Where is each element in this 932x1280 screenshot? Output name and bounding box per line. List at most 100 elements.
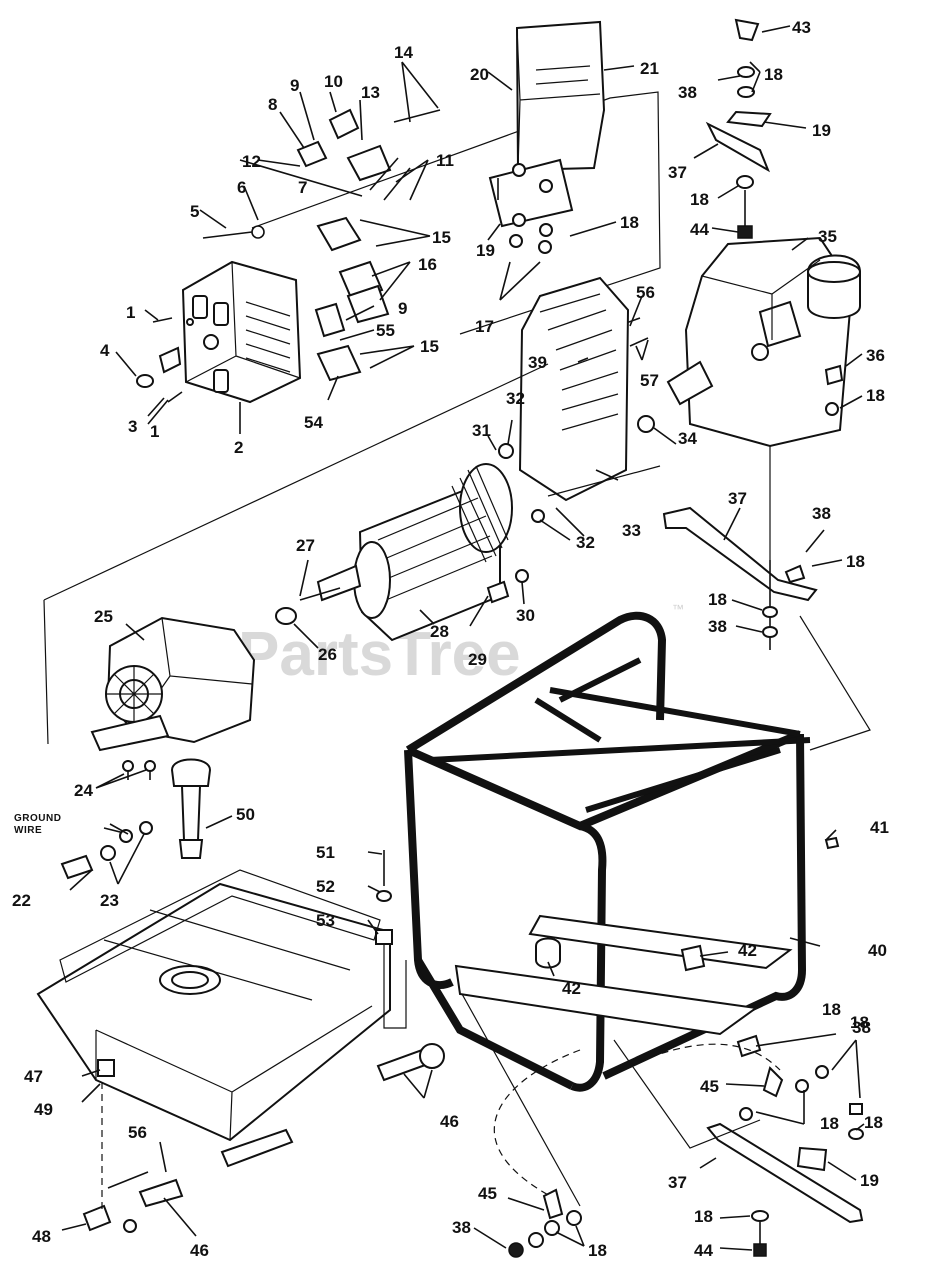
callout-47: 47 — [24, 1067, 43, 1086]
callout-40: 40 — [868, 941, 887, 960]
callout-38-mount: 38 — [708, 617, 727, 636]
capacitor-screw — [486, 580, 510, 604]
callout-3: 3 — [128, 417, 137, 436]
spacer-18 — [736, 1034, 762, 1058]
clip-45 — [762, 1066, 784, 1098]
callout-25: 25 — [94, 607, 113, 626]
callout-46-bottom: 46 — [190, 1241, 209, 1260]
callout-18-nut: 18 — [864, 1113, 883, 1132]
nut-mount — [762, 626, 778, 638]
watermark: PartsTree — [238, 620, 521, 689]
callout-38-bottom: 38 — [452, 1218, 471, 1237]
callout-16: 16 — [418, 255, 437, 274]
callout-56-bottom: 56 — [128, 1123, 147, 1142]
cap-41 — [824, 836, 840, 850]
callout-10: 10 — [324, 72, 343, 91]
washer-30 — [515, 569, 529, 583]
callout-18-stack: 18 — [690, 190, 709, 209]
callout-38-rail: 38 — [812, 504, 831, 523]
callout-57: 57 — [640, 371, 659, 390]
terminal-block — [346, 144, 392, 182]
leader-lines — [61, 25, 865, 1251]
knob — [136, 374, 154, 388]
callout-36: 36 — [866, 346, 885, 365]
stator-housing — [498, 276, 630, 523]
callout-48: 48 — [32, 1227, 51, 1246]
callout-1-upper: 1 — [126, 303, 135, 322]
callout-12: 12 — [242, 152, 261, 171]
callout-15-lower: 15 — [420, 337, 439, 356]
isolator-42b — [680, 944, 706, 972]
callout-7: 7 — [298, 178, 307, 197]
frame-assembly-lines — [461, 993, 761, 1207]
nut-18a — [849, 1103, 863, 1115]
callout-26: 26 — [318, 645, 337, 664]
screws — [152, 225, 265, 403]
callout-2: 2 — [234, 438, 243, 457]
end-bell — [90, 616, 256, 752]
callout-31: 31 — [472, 421, 491, 440]
callout-54: 54 — [304, 413, 323, 432]
fuel-line-clamp — [419, 1043, 445, 1069]
rotor — [316, 463, 513, 642]
callout-55: 55 — [376, 321, 395, 340]
through-bolt — [299, 587, 341, 601]
callout-21: 21 — [640, 59, 659, 78]
callout-34: 34 — [678, 429, 697, 448]
fuel-cap-strainer — [170, 758, 212, 859]
callout-18-top: 18 — [764, 65, 783, 84]
callout-18-rail: 18 — [846, 552, 865, 571]
isolator-42a — [535, 937, 561, 969]
engine-mount-rail-upper — [662, 506, 818, 602]
lockwasher-23 — [139, 821, 153, 835]
washer-18c — [848, 1128, 864, 1140]
callout-45-right: 45 — [700, 1077, 719, 1096]
bolt-36 — [824, 364, 844, 386]
washer-18g — [528, 1232, 544, 1248]
callout-18-bottom-right: 18 — [694, 1207, 713, 1226]
callout-33: 33 — [622, 521, 641, 540]
rotor-bearing — [275, 607, 297, 625]
bolt-44-head — [753, 1243, 767, 1257]
callout-19-bottom: 19 — [860, 1171, 879, 1190]
cover-bracket — [488, 158, 574, 254]
callout-19-cover: 19 — [476, 241, 495, 260]
clamp-ring — [123, 1219, 137, 1233]
callout-9-lower: 9 — [398, 299, 407, 318]
bracket-19 — [796, 1146, 828, 1172]
washer-52 — [376, 890, 392, 902]
bolt-24b-head — [144, 760, 156, 772]
washer-18d — [751, 1210, 769, 1222]
callout-29: 29 — [468, 650, 487, 669]
callout-18-engine: 18 — [866, 386, 885, 405]
callout-4: 4 — [100, 341, 110, 360]
washer-18e — [544, 1220, 560, 1236]
callout-42-right: 42 — [738, 941, 757, 960]
callout-18-cover: 18 — [620, 213, 639, 232]
callout-9-upper: 9 — [290, 76, 299, 95]
callout-18-side: 18 — [850, 1013, 869, 1032]
rail-assembly-lines — [799, 615, 871, 751]
ground-lug — [119, 829, 133, 843]
mount-hardware-top — [705, 18, 772, 239]
watermark-trademark: ™ — [672, 602, 684, 616]
callout-1-lower: 1 — [150, 422, 159, 441]
callout-51: 51 — [316, 843, 335, 862]
callout-15-upper: 15 — [432, 228, 451, 247]
callout-50: 50 — [236, 805, 255, 824]
callout-19-top: 19 — [812, 121, 831, 140]
callout-32-lower: 32 — [576, 533, 595, 552]
callout-5: 5 — [190, 202, 199, 221]
callout-37-top: 37 — [668, 163, 687, 182]
washer-mount — [762, 606, 778, 618]
engine-mount-rail-lower — [706, 1122, 864, 1224]
callout-8: 8 — [268, 95, 277, 114]
nut-53 — [375, 929, 393, 945]
bushing — [158, 346, 182, 374]
washer-38b — [815, 1065, 829, 1079]
callout-18-mount: 18 — [708, 590, 727, 609]
callout-32-upper: 32 — [506, 389, 525, 408]
bolt-24-head — [122, 760, 134, 772]
callout-14: 14 — [394, 43, 413, 62]
